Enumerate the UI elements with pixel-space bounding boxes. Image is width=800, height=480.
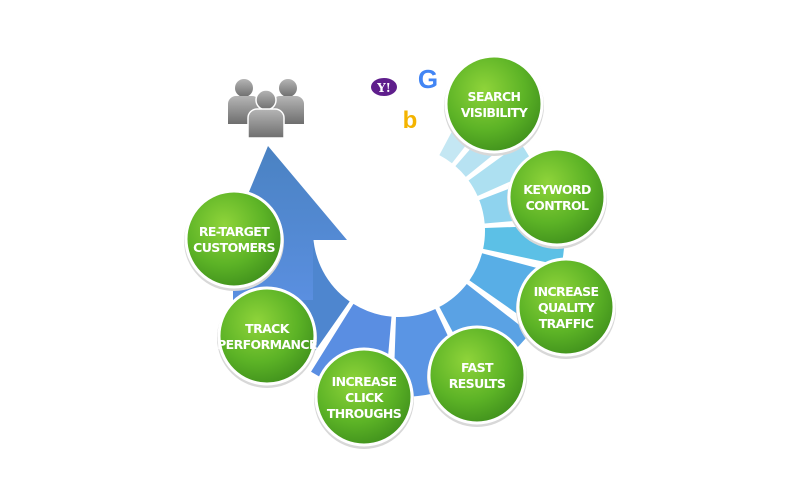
step-label: KEYWORD xyxy=(523,182,591,197)
step-label: INCREASE xyxy=(332,374,397,389)
step-label: PERFORMANCE xyxy=(217,337,317,352)
yahoo-logo: Y! xyxy=(371,78,397,96)
circle-background xyxy=(314,347,414,447)
step-label: CONTROL xyxy=(526,198,589,213)
circle-background xyxy=(444,54,544,154)
google-logo: G xyxy=(418,64,438,94)
step-label: QUALITY xyxy=(538,300,596,315)
circle-background xyxy=(217,286,317,386)
step-label: TRACK xyxy=(245,321,291,336)
step-label: CUSTOMERS xyxy=(193,240,275,255)
circle-background xyxy=(507,147,607,247)
users-icon xyxy=(228,79,304,139)
circle-background xyxy=(516,257,616,357)
step-label: FAST xyxy=(461,360,494,375)
step-label: TRAFFIC xyxy=(539,316,594,331)
circle-background xyxy=(427,325,527,425)
step-label: THROUGHS xyxy=(327,406,402,421)
circle-background xyxy=(184,189,284,289)
step-label: VISIBILITY xyxy=(461,105,529,120)
step-label: RESULTS xyxy=(449,376,506,391)
bing-logo: b xyxy=(403,107,418,134)
step-label: CLICK xyxy=(345,390,385,405)
step-label: SEARCH xyxy=(468,89,521,104)
step-label: RE-TARGET xyxy=(199,224,270,239)
yahoo-text: Y! xyxy=(376,81,391,95)
ring-segment xyxy=(468,142,537,197)
step-label: INCREASE xyxy=(534,284,599,299)
